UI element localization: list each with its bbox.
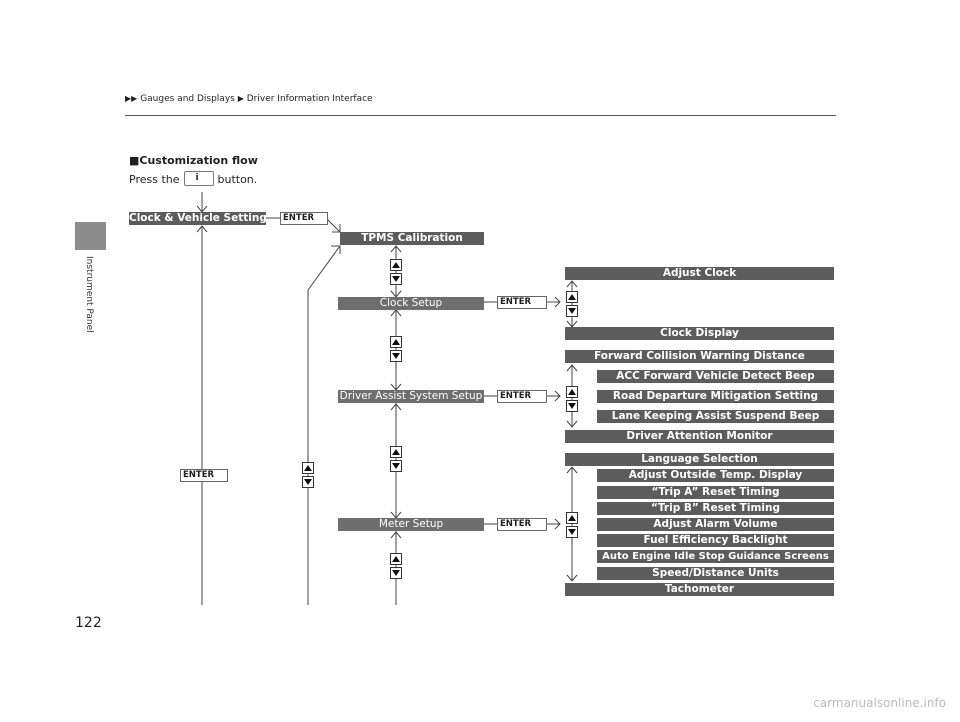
info-button-icon: i <box>183 171 214 186</box>
up-arrow-icon[interactable] <box>566 512 578 524</box>
enter-button-left[interactable]: ENTER <box>180 469 228 482</box>
tpms-calibration-item[interactable]: TPMS Calibration <box>340 232 484 245</box>
down-arrow-icon[interactable] <box>390 350 402 362</box>
down-arrow-icon[interactable] <box>566 305 578 317</box>
fcw-distance-item[interactable]: Forward Collision Warning Distance <box>565 350 834 363</box>
down-arrow-icon[interactable] <box>390 273 402 285</box>
alarm-volume-item[interactable]: Adjust Alarm Volume <box>597 518 834 531</box>
section-tab-marker <box>75 222 106 250</box>
up-down-buttons[interactable] <box>390 446 402 474</box>
breadcrumb: ▶▶ Gauges and Displays ▶ Driver Informat… <box>125 94 373 104</box>
instruction-prefix: Press the <box>129 173 180 186</box>
enter-button-top[interactable]: ENTER <box>280 212 328 225</box>
up-down-buttons[interactable] <box>566 512 578 540</box>
clock-display-item[interactable]: Clock Display <box>565 327 834 340</box>
page-number: 122 <box>75 615 102 631</box>
lane-keeping-beep-item[interactable]: Lane Keeping Assist Suspend Beep <box>597 410 834 423</box>
clock-setup-item[interactable]: Clock Setup <box>338 297 484 310</box>
tachometer-item[interactable]: Tachometer <box>565 583 834 596</box>
breadcrumb-current: Driver Information Interface <box>246 94 373 104</box>
section-title: Customization flow <box>139 154 258 167</box>
up-arrow-icon[interactable] <box>566 291 578 303</box>
up-down-buttons[interactable] <box>390 336 402 364</box>
driver-attention-item[interactable]: Driver Attention Monitor <box>565 430 834 443</box>
outside-temp-item[interactable]: Adjust Outside Temp. Display <box>597 469 834 482</box>
up-arrow-icon[interactable] <box>566 386 578 398</box>
meter-setup-item[interactable]: Meter Setup <box>338 518 484 531</box>
down-arrow-icon[interactable] <box>566 526 578 538</box>
square-bullet-icon: ■ <box>129 154 140 167</box>
down-arrow-icon[interactable] <box>390 460 402 472</box>
clock-vehicle-settings-item[interactable]: Clock & Vehicle Settings <box>129 212 266 225</box>
sidebar-section-label: Instrument Panel <box>84 256 94 333</box>
speed-distance-units-item[interactable]: Speed/Distance Units <box>597 567 834 580</box>
driver-assist-setup-item[interactable]: Driver Assist System Setup <box>338 390 484 403</box>
up-arrow-icon[interactable] <box>390 553 402 565</box>
breadcrumb-gauges-link[interactable]: Gauges and Displays <box>140 94 235 104</box>
up-arrow-icon[interactable] <box>390 336 402 348</box>
trip-a-item[interactable]: “Trip A” Reset Timing <box>597 486 834 499</box>
up-down-buttons[interactable] <box>390 259 402 287</box>
fuel-backlight-item[interactable]: Fuel Efficiency Backlight <box>597 534 834 547</box>
trip-b-item[interactable]: “Trip B” Reset Timing <box>597 502 834 515</box>
up-down-buttons[interactable] <box>390 553 402 581</box>
section-heading: ■Customization flow <box>129 154 258 167</box>
up-arrow-icon[interactable] <box>302 462 314 474</box>
up-down-buttons[interactable] <box>566 386 578 414</box>
up-down-buttons[interactable] <box>566 291 578 319</box>
acc-detect-beep-item[interactable]: ACC Forward Vehicle Detect Beep <box>597 370 834 383</box>
down-arrow-icon[interactable] <box>390 567 402 579</box>
watermark: carmanualsonline.info <box>813 696 946 710</box>
up-arrow-icon[interactable] <box>390 446 402 458</box>
down-arrow-icon[interactable] <box>566 400 578 412</box>
adjust-clock-item[interactable]: Adjust Clock <box>565 267 834 280</box>
language-selection-item[interactable]: Language Selection <box>565 453 834 466</box>
instruction-suffix: button. <box>217 173 258 186</box>
enter-button-meter[interactable]: ENTER <box>497 518 547 531</box>
down-arrow-icon[interactable] <box>302 476 314 488</box>
idle-stop-guidance-item[interactable]: Auto Engine Idle Stop Guidance Screens <box>597 550 834 563</box>
road-departure-item[interactable]: Road Departure Mitigation Setting <box>597 390 834 403</box>
enter-button-clock[interactable]: ENTER <box>497 296 547 309</box>
header-divider <box>125 115 836 116</box>
up-down-buttons[interactable] <box>302 462 314 490</box>
breadcrumb-arrow-icon: ▶ <box>237 94 244 103</box>
breadcrumb-arrow-icon: ▶▶ <box>125 94 138 103</box>
enter-button-driver-assist[interactable]: ENTER <box>497 390 547 403</box>
up-arrow-icon[interactable] <box>390 259 402 271</box>
